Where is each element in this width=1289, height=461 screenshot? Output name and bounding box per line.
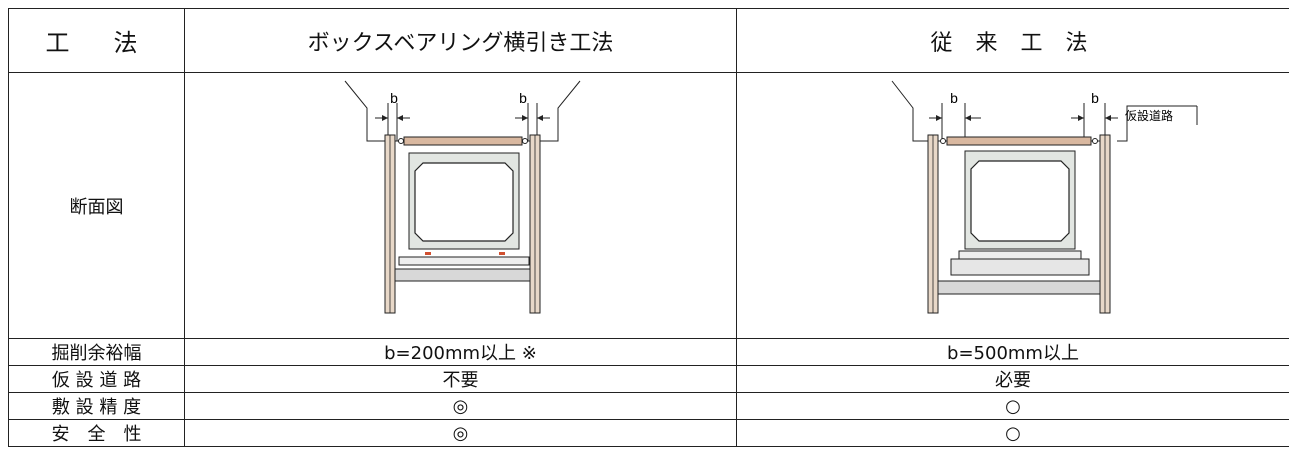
row-value-new: 不要 — [184, 365, 737, 393]
left-dim-arrowhead1 — [936, 115, 942, 121]
table-row: 敷 設 精 度 ◎ ○ — [8, 392, 1289, 420]
base-plate — [937, 280, 1101, 295]
header-conventional: 従 来 工 法 — [736, 8, 1289, 73]
table-row: 掘削余裕幅 b=200mm以上 ※ b=500mm以上 — [8, 338, 1289, 366]
strut-right-pin — [1092, 138, 1098, 144]
row-label-accuracy: 敷 設 精 度 — [8, 392, 185, 420]
conventional-section-diagram: b b 仮設道路 — [891, 80, 1198, 314]
left-dim-arrowhead2 — [965, 115, 971, 121]
header-new-method: ボックスベアリング横引き工法 — [184, 8, 737, 73]
left-dim-b2: b — [519, 90, 527, 106]
base-plate-top — [398, 256, 530, 266]
left-dim-arrowhead2 — [397, 115, 403, 121]
left-excavation-line — [891, 80, 942, 142]
left-excavation-line — [344, 80, 388, 142]
row-value-conventional: 必要 — [736, 365, 1289, 393]
foundation-top — [958, 250, 1082, 260]
row-value-conventional: ○ — [736, 419, 1289, 447]
top-strut — [403, 136, 523, 146]
right-dim-arrowhead1 — [1078, 115, 1084, 121]
row-value-new: ◎ — [184, 392, 737, 420]
comparison-table: 工 法 ボックスベアリング横引き工法 従 来 工 法 断面図 b — [8, 8, 1289, 447]
row-label-temp-road: 仮 設 道 路 — [8, 365, 185, 393]
header-method: 工 法 — [8, 8, 185, 73]
right-dim-arrowhead2 — [537, 115, 543, 121]
new-method-section-diagram: b b — [344, 80, 581, 314]
base-plate — [394, 268, 531, 282]
top-strut — [946, 136, 1092, 146]
row-label-excavation: 掘削余裕幅 — [8, 338, 185, 366]
bearing-left — [425, 252, 431, 255]
left-dim-b1: b — [390, 90, 398, 106]
section-label: 断面図 — [8, 72, 185, 339]
box-culvert-inner — [970, 160, 1070, 242]
strut-left-pin — [940, 138, 946, 144]
conventional-diagram-cell: b b 仮設道路 — [736, 72, 1289, 339]
row-value-conventional: ○ — [736, 392, 1289, 420]
section-diagram-row: 断面図 b b — [8, 72, 1289, 339]
right-dim-arrowhead1 — [522, 115, 528, 121]
box-culvert-inner — [414, 162, 514, 242]
right-dim-arrowhead2 — [1105, 115, 1111, 121]
row-label-safety: 安 全 性 — [8, 419, 185, 447]
strut-left-pin — [398, 138, 404, 144]
temp-road-label: 仮設道路 — [1125, 108, 1173, 123]
right-dim-b2: b — [1091, 90, 1099, 106]
foundation-mid — [950, 258, 1090, 276]
right-excavation-line — [537, 80, 581, 142]
bearing-right — [499, 252, 505, 255]
row-value-new: b=200mm以上 ※ — [184, 338, 737, 366]
header-row: 工 法 ボックスベアリング横引き工法 従 来 工 法 — [8, 8, 1289, 73]
row-value-conventional: b=500mm以上 — [736, 338, 1289, 366]
new-method-diagram-cell: b b — [184, 72, 737, 339]
row-value-new: ◎ — [184, 419, 737, 447]
right-dim-b1: b — [950, 90, 958, 106]
left-dim-arrowhead1 — [382, 115, 388, 121]
table-row: 安 全 性 ◎ ○ — [8, 419, 1289, 447]
strut-right-pin — [522, 138, 528, 144]
table-row: 仮 設 道 路 不要 必要 — [8, 365, 1289, 393]
